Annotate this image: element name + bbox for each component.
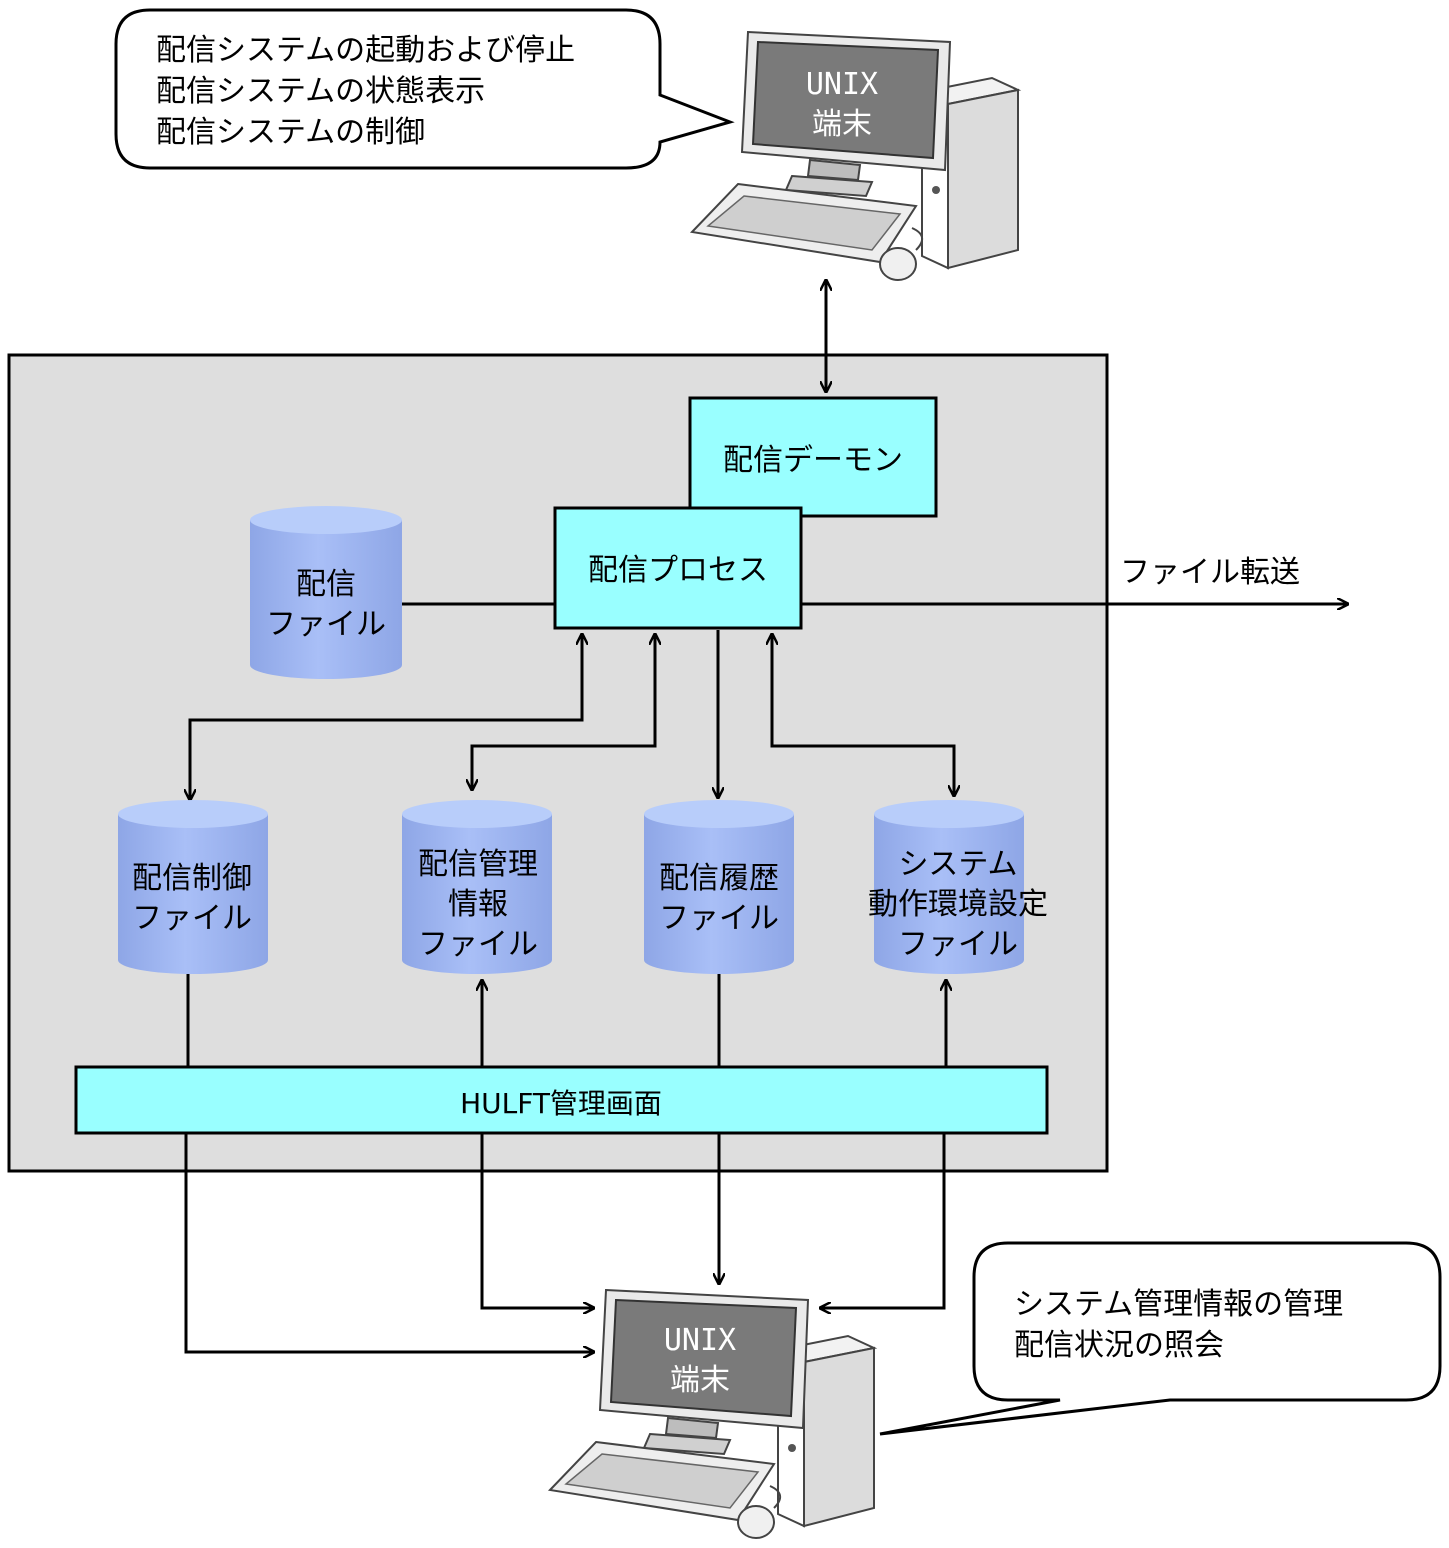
bottom-mouse-icon: [737, 1485, 781, 1539]
top-monitor-icon: [740, 30, 952, 198]
daemon-box: [688, 396, 938, 518]
hulft-screen-label: HULFT管理画面: [460, 1087, 662, 1120]
control-file-cylinder: [118, 800, 268, 974]
system-panel: [7, 353, 1109, 1173]
bottom-monitor-icon: [598, 1288, 810, 1456]
env-file-line-1: システム: [898, 847, 1017, 882]
history-file-line-1: 配信履歴: [659, 861, 779, 896]
file-transfer-label: ファイル転送: [1120, 555, 1300, 590]
bottom-terminal-line-2: 端末: [670, 1363, 730, 1398]
arrow-hulft-terminal-1: [184, 1133, 594, 1352]
env-file-line-3: ファイル: [898, 927, 1018, 962]
mgmt-info-file-cylinder: [402, 800, 552, 974]
history-file-cylinder: [644, 800, 794, 974]
top-callout-line-3: 配信システムの制御: [156, 115, 425, 150]
top-callout: 配信システムの起動および停止 配信システムの状態表示 配信システムの制御: [114, 8, 735, 170]
bottom-callout-line-2: 配信状況の照会: [1014, 1328, 1224, 1363]
env-file-line-2: 動作環境設定: [868, 887, 1048, 922]
mgmt-info-file-line-2: 情報: [448, 887, 508, 922]
bottom-terminal-line-1: UNIX: [664, 1323, 736, 1358]
top-terminal-line-2: 端末: [812, 107, 872, 142]
arrow-process-mgmt: [472, 634, 655, 790]
top-callout-line-2: 配信システムの状態表示: [156, 74, 485, 109]
arrow-process-env: [772, 634, 954, 796]
daemon-label: 配信デーモン: [723, 443, 903, 478]
arrow-hulft-terminal-4: [820, 1133, 946, 1308]
mgmt-info-file-line-1: 配信管理: [418, 847, 538, 882]
bottom-callout-line-1: システム管理情報の管理: [1014, 1287, 1343, 1322]
top-keyboard-icon: [689, 182, 918, 264]
bottom-terminal: UNIX 端末: [547, 1288, 878, 1539]
top-terminal: UNIX 端末: [689, 30, 1022, 281]
env-file-cylinder: [874, 800, 1024, 974]
control-file-line-1: 配信制御: [132, 861, 252, 896]
hulft-screen-box: [74, 1065, 1049, 1135]
mgmt-info-file-line-3: ファイル: [418, 927, 538, 962]
control-file-line-2: ファイル: [132, 901, 252, 936]
process-label: 配信プロセス: [588, 553, 768, 588]
process-box: [553, 506, 803, 630]
arrow-hulft-terminal-2: [480, 1133, 594, 1308]
top-mouse-icon: [879, 227, 923, 281]
delivery-file-line-2: ファイル: [266, 607, 386, 642]
bottom-keyboard-icon: [547, 1440, 776, 1522]
history-file-line-2: ファイル: [659, 901, 779, 936]
top-callout-line-1: 配信システムの起動および停止: [156, 33, 575, 68]
bottom-callout: システム管理情報の管理 配信状況の照会: [879, 1241, 1442, 1436]
delivery-file-line-1: 配信: [296, 567, 356, 602]
top-terminal-line-1: UNIX: [806, 67, 878, 102]
